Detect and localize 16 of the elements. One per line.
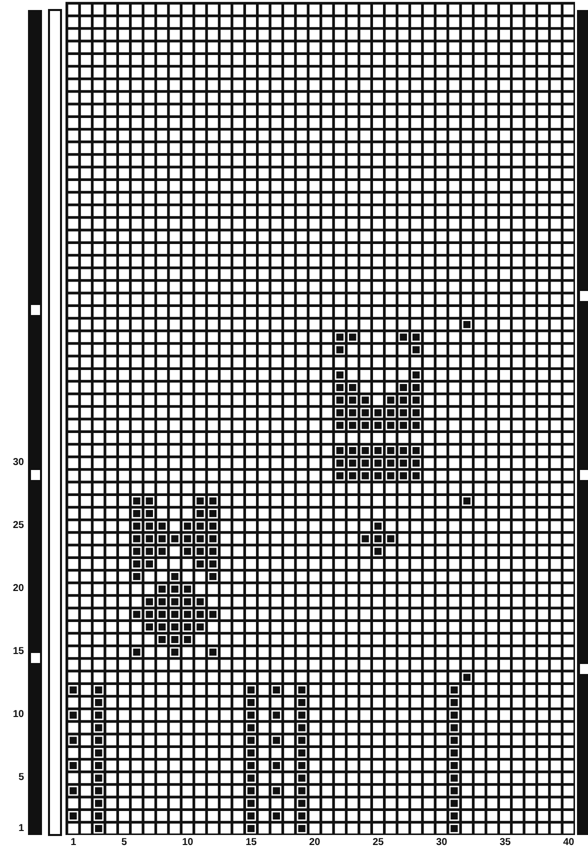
row-number: 1 [18, 822, 24, 834]
column-number: 1 [70, 837, 78, 848]
column-number: 40 [562, 837, 575, 848]
row-number: 20 [12, 583, 24, 594]
column-number: 5 [120, 837, 128, 848]
row-number: 30 [12, 457, 24, 468]
column-number: 35 [499, 837, 512, 848]
row-number: 10 [12, 709, 24, 720]
column-number: 30 [436, 837, 448, 848]
column-number: 20 [308, 837, 321, 848]
row-number: 15 [12, 646, 24, 658]
column-number: 10 [182, 837, 194, 848]
column-number: 25 [372, 837, 384, 848]
row-number: 25 [12, 520, 24, 532]
row-number: 5 [18, 772, 24, 784]
column-number: 15 [245, 837, 258, 848]
